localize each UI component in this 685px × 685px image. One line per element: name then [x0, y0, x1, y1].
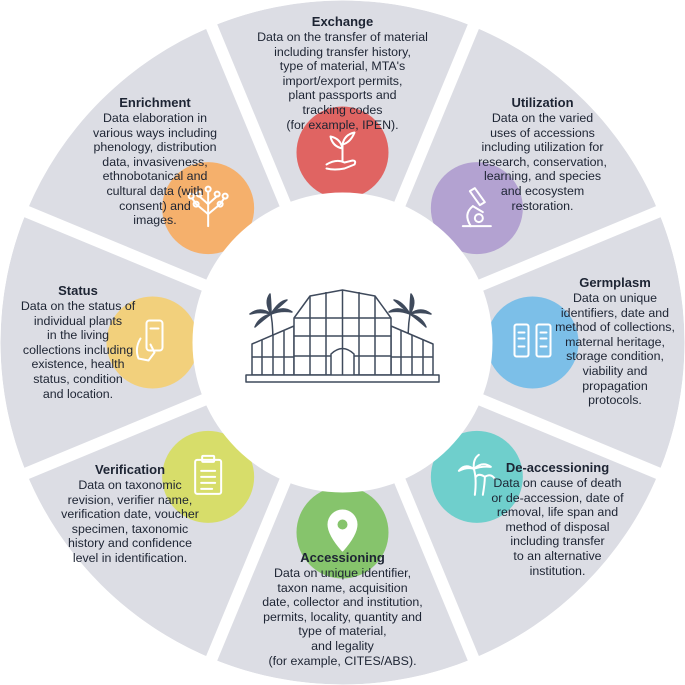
segment-description-line: images. [133, 213, 177, 228]
segment-description-line: including utilization for [481, 140, 604, 155]
left-palm-icon [249, 293, 293, 351]
segment-description-line: plant passports and [288, 88, 397, 103]
segment-description-line: import/export permits, [282, 73, 403, 88]
segment-description-line: uses of accessions [490, 125, 595, 140]
segment-description-line: including transfer history, [274, 44, 411, 59]
segment-description-line: in the living [47, 328, 109, 343]
segment-description-line: type of material, [298, 624, 387, 639]
segment-description-line: ethnobotanical and [102, 169, 208, 184]
segment-description-line: (for example, IPEN). [286, 117, 399, 132]
segment-description-line: collections including [22, 342, 134, 357]
clipboard-icon [194, 454, 223, 495]
segment-title: Utilization [511, 95, 574, 110]
segment-description-line: type of material, MTA's [279, 59, 406, 74]
segment-description-line: protocols. [588, 393, 642, 408]
segment-description-line: Data on the varied [491, 111, 594, 125]
segment-title: Accessioning [300, 550, 385, 565]
segment-description-line: date, collector and institution, [262, 595, 423, 610]
palm-tree-icon [457, 453, 496, 496]
phone-in-hand-icon [135, 319, 164, 362]
seed-packets-icon [513, 323, 552, 358]
segment-description-line: status, condition [33, 371, 123, 386]
segment-description-line: data, invasiveness, [102, 154, 208, 169]
segment-description-line: viability and [582, 363, 648, 378]
microscope-icon [461, 187, 492, 228]
segment-description-line: Data elaboration in [102, 111, 207, 125]
segment-description-line: removal, life span and [496, 505, 619, 520]
segment-description-line: method of collections, [555, 320, 675, 335]
segment-tab-status [106, 296, 199, 389]
segment-icons [135, 131, 552, 552]
segment-description-line: propagation [582, 378, 648, 393]
segment-description-line: tracking codes [302, 102, 383, 117]
segment-description-line: individual plants [33, 313, 123, 328]
segment-description-line: permits, locality, quantity and [263, 609, 422, 624]
segment-title: Status [58, 283, 98, 298]
segment-description-line: Data on unique identifier, [273, 566, 412, 580]
segment-description-line: cultural data (with [106, 183, 204, 198]
segment-description-line: history and confidence [68, 536, 192, 551]
segment-description-line: and location. [42, 386, 114, 401]
segment-description-line: and ecosystem [500, 183, 585, 198]
segment-description-line: and legality [311, 638, 374, 653]
segment-description-line: maternal heritage, [565, 334, 665, 349]
segment-title: Enrichment [119, 95, 191, 110]
segment-description-line: verification date, voucher [61, 507, 199, 522]
segment-description-line: phenology, distribution [93, 140, 217, 155]
branching-tree-icon [187, 185, 229, 228]
segment-description-line: research, conservation, [478, 154, 607, 169]
segment-description-line: identifiers, date and [560, 305, 670, 320]
segment-description-line: Data on unique [572, 291, 658, 305]
segment-title: Germplasm [579, 275, 651, 290]
segment-description-line: level in identification. [72, 550, 188, 565]
segment-description-line: learning, and species [483, 169, 602, 184]
segment-title: De-accessioning [505, 460, 610, 475]
segment-description-line: Data on cause of death [493, 476, 622, 490]
segment-title: Exchange [311, 14, 374, 29]
segment-title: Verification [94, 462, 166, 477]
segment-description-line: Data on the transfer of material [257, 30, 428, 44]
segment-description-line: various ways including [93, 125, 217, 140]
segment-tab-germplasm [486, 296, 579, 389]
right-palm-icon [388, 293, 432, 351]
segment-description-line: restoration. [511, 198, 574, 213]
segment-description-line: existence, health [31, 357, 125, 372]
segment-description-line: taxon name, acquisition [277, 580, 408, 595]
greenhouse-icon [245, 289, 440, 383]
segment-description-line: Data on the status of [20, 299, 136, 313]
segment-description-line: method of disposal [505, 519, 610, 534]
segment-description-line: institution. [529, 563, 586, 578]
segment-description-line: (for example, CITES/ABS). [268, 653, 417, 668]
segment-description-line: including transfer [510, 534, 605, 549]
segment-description-line: Data on taxonomic [78, 478, 182, 492]
hand-seedling-icon [325, 131, 357, 171]
segment-description-line: revision, verifier name, [67, 492, 193, 507]
segment-description-line: consent) and [119, 198, 191, 213]
segment-description-line: or de-accession, date of [491, 490, 624, 505]
segment-description-line: specimen, taxonomic [71, 521, 189, 536]
segment-description-line: storage condition, [566, 349, 664, 364]
segment-description-line: to an alternative [513, 548, 602, 563]
map-pin-icon [327, 509, 358, 552]
